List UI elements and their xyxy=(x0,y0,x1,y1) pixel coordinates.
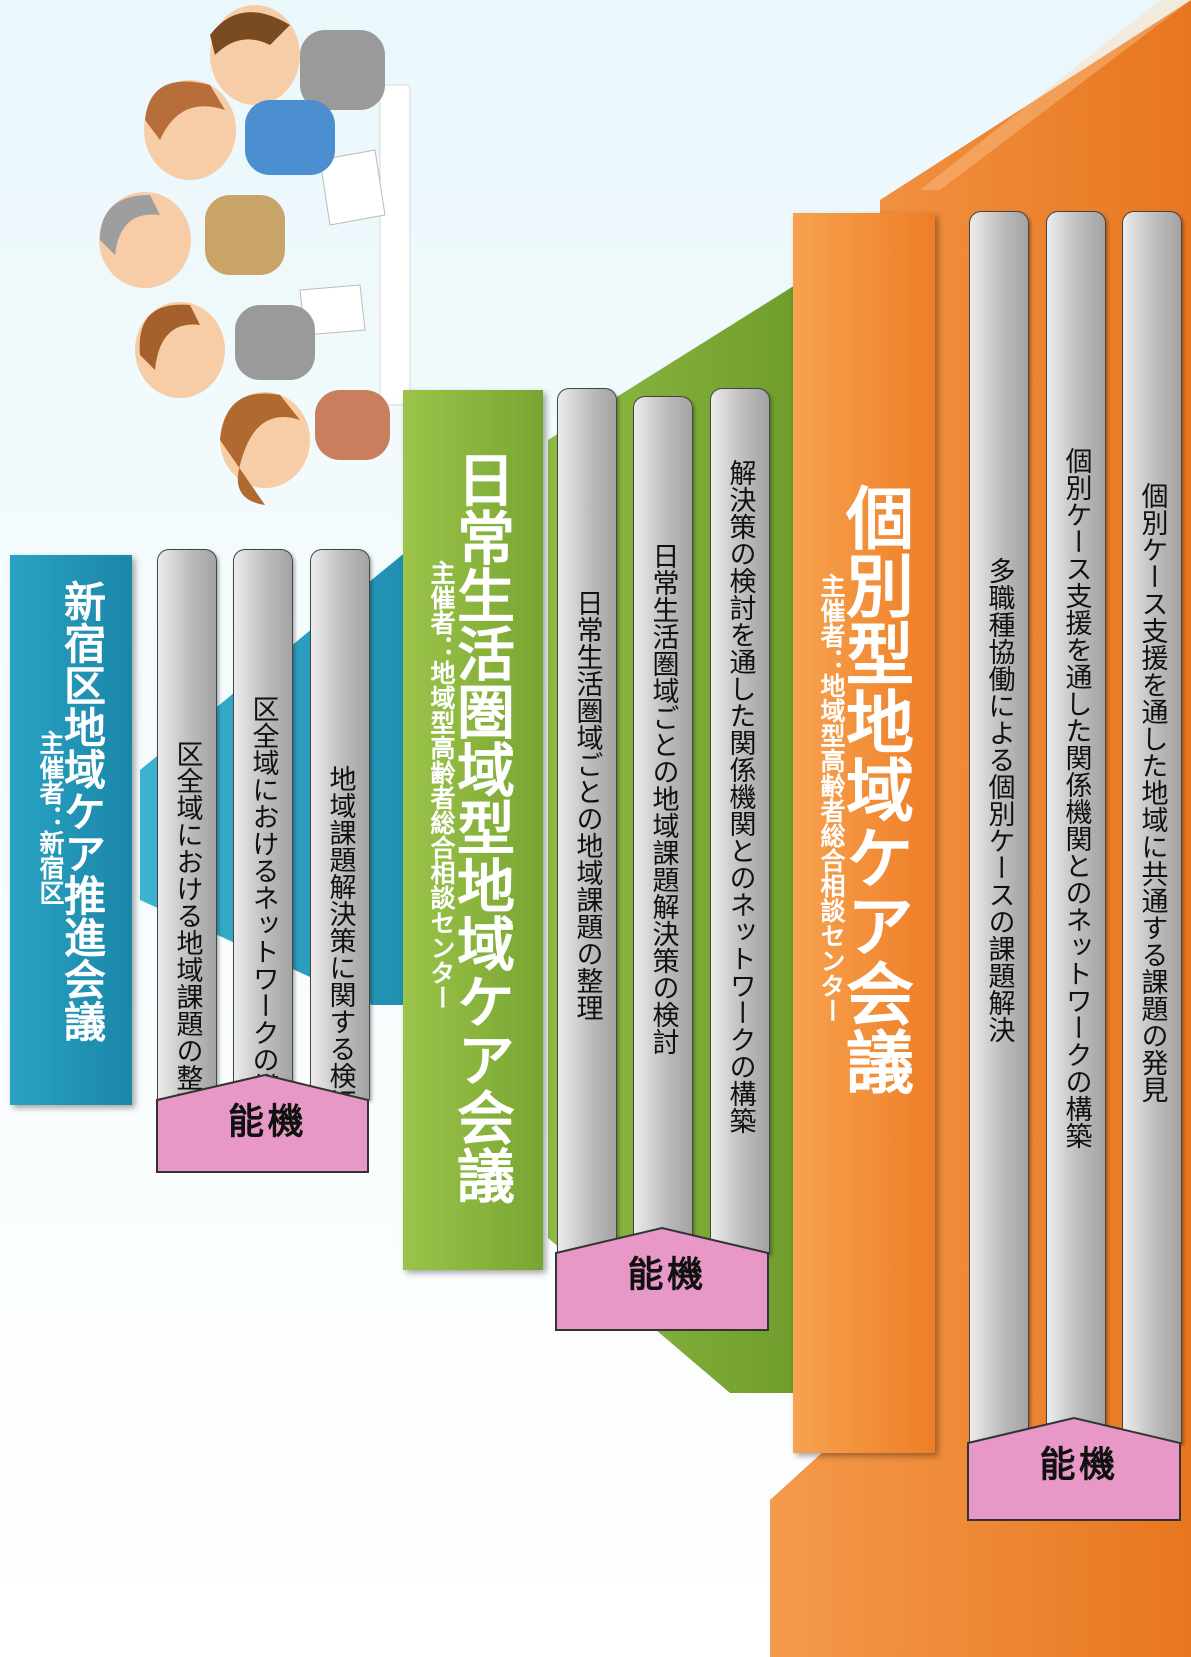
tier1-title: 新宿区地域ケア推進会議 xyxy=(57,580,107,1042)
tier3-title-banner: 個別型地域ケア会議 主催者：地域型高齢者総合相談センター xyxy=(793,213,935,1453)
tier2-function-label: 機能 xyxy=(557,1255,766,1328)
tier3-function-label-text: 機能 xyxy=(1033,1445,1115,1487)
tier2-title-banner: 日常生活圏域型地域ケア会議 主催者：地域型高齢者総合相談センター xyxy=(403,390,543,1270)
tier1-function-bar: 区全域におけるネットワークの構築 xyxy=(233,549,293,1127)
tier3-function-bar: 個別ケース支援を通した関係機関とのネットワークの構築 xyxy=(1046,211,1106,1444)
orange-tier-highlight xyxy=(920,0,1191,190)
tier3-function-text: 個別ケース支援を通した地域に共通する課題の発見 xyxy=(1136,482,1168,1103)
tier2-function-bar: 日常生活圏域ごとの地域課題解決策の検討 xyxy=(633,396,693,1254)
tier2-function-text: 解決策の検討を通した関係機関とのネットワークの構築 xyxy=(724,459,756,1134)
tier1-function-label: 機能 xyxy=(158,1102,366,1170)
tier1-function-text: 区全域におけるネットワークの構築 xyxy=(247,695,279,1127)
tier1-function-bar: 地域課題解決策に関する検証 xyxy=(310,549,370,1116)
tier2-function-text: 日常生活圏域ごとの地域課題の整理 xyxy=(571,589,603,1021)
tier2-function-bar: 解決策の検討を通した関係機関とのネットワークの構築 xyxy=(710,388,770,1254)
tier3-function-bar: 多職種協働による個別ケースの課題解決 xyxy=(969,211,1029,1444)
tier3-organizer: 主催者：地域型高齢者総合相談センター xyxy=(817,573,846,1023)
tier1-function-text: 区全域における地域課題の整理 xyxy=(171,740,203,1118)
tier3-function-text: 多職種協働による個別ケースの課題解決 xyxy=(983,557,1015,1043)
tier2-title: 日常生活圏域型地域ケア会議 xyxy=(447,450,515,1204)
tier1-function-bar: 区全域における地域課題の整理 xyxy=(157,549,217,1118)
tier1-function-text: 地域課題解決策に関する検証 xyxy=(324,765,356,1116)
tier2-function-bar: 日常生活圏域ごとの地域課題の整理 xyxy=(557,388,617,1254)
tier1-organizer: 主催者：新宿区 xyxy=(36,730,65,905)
tier2-function-text: 日常生活圏域ごとの地域課題解決策の検討 xyxy=(647,542,679,1055)
tier1-function-label-text: 機能 xyxy=(222,1102,303,1144)
tier3-function-label: 機能 xyxy=(969,1445,1178,1518)
tier3-title: 個別型地域ケア会議 xyxy=(833,483,913,1095)
tier3-function-bar: 個別ケース支援を通した地域に共通する課題の発見 xyxy=(1122,211,1182,1444)
tier1-title-banner: 新宿区地域ケア推進会議 主催者：新宿区 xyxy=(10,555,132,1105)
tier2-function-label-text: 機能 xyxy=(621,1255,703,1297)
tier3-function-text: 個別ケース支援を通した関係機関とのネットワークの構築 xyxy=(1060,447,1092,1149)
tier2-organizer: 主催者：地域型高齢者総合相談センター xyxy=(427,560,456,1010)
